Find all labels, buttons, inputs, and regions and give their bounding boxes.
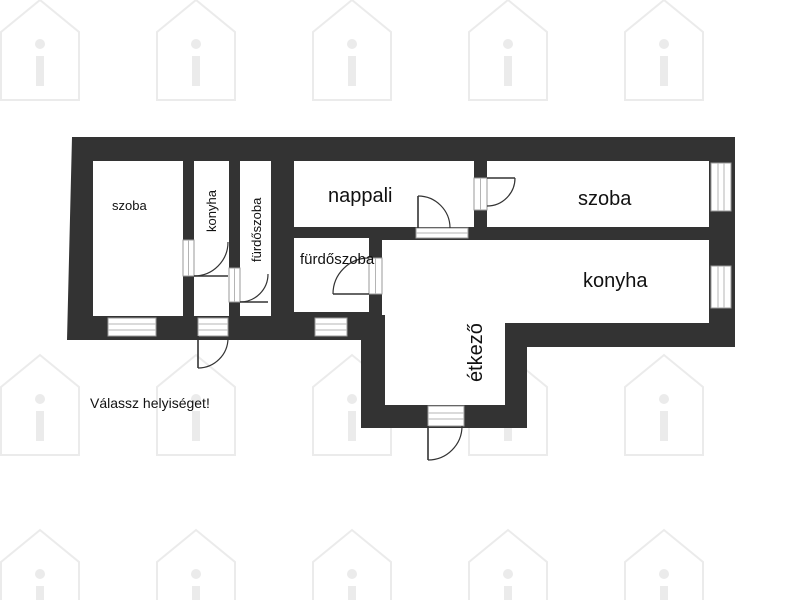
door[interactable] <box>486 177 516 207</box>
window <box>107 317 157 337</box>
room-label: fürdőszoba <box>249 197 264 262</box>
door[interactable] <box>427 425 463 461</box>
window <box>197 317 229 337</box>
window <box>427 405 465 427</box>
window <box>228 267 241 303</box>
room-label: konyha <box>583 270 648 292</box>
door[interactable] <box>332 257 370 295</box>
window <box>314 317 348 337</box>
room-nappali[interactable] <box>294 161 474 227</box>
door[interactable] <box>193 241 229 277</box>
room-labels: szoba konyha fürdőszoba nappali szoba fü… <box>112 185 648 382</box>
room-szoba-left[interactable] <box>93 161 183 316</box>
room-konyha-small[interactable] <box>194 161 229 316</box>
window <box>182 239 195 277</box>
door[interactable] <box>417 195 451 229</box>
window <box>473 177 488 211</box>
doors <box>193 177 516 461</box>
room-label: szoba <box>112 198 147 213</box>
room-label: konyha <box>204 189 219 232</box>
room-konyha-etkezo[interactable] <box>382 240 709 405</box>
room-label: szoba <box>578 188 632 210</box>
room-label: fürdőszoba <box>300 251 375 268</box>
room-interiors <box>93 161 709 405</box>
room-furdoszoba-vertical[interactable] <box>240 161 271 316</box>
room-furdoszoba-small[interactable] <box>294 238 369 312</box>
window <box>710 162 732 212</box>
room-szoba-right[interactable] <box>487 161 709 227</box>
window <box>710 265 732 309</box>
room-label: étkező <box>465 323 487 382</box>
window <box>415 227 469 239</box>
select-room-prompt[interactable]: Válassz helyiséget! <box>90 395 210 411</box>
window <box>368 257 383 295</box>
windows <box>107 162 732 427</box>
door[interactable] <box>197 336 229 369</box>
door[interactable] <box>239 273 269 303</box>
room-label: nappali <box>328 185 393 207</box>
